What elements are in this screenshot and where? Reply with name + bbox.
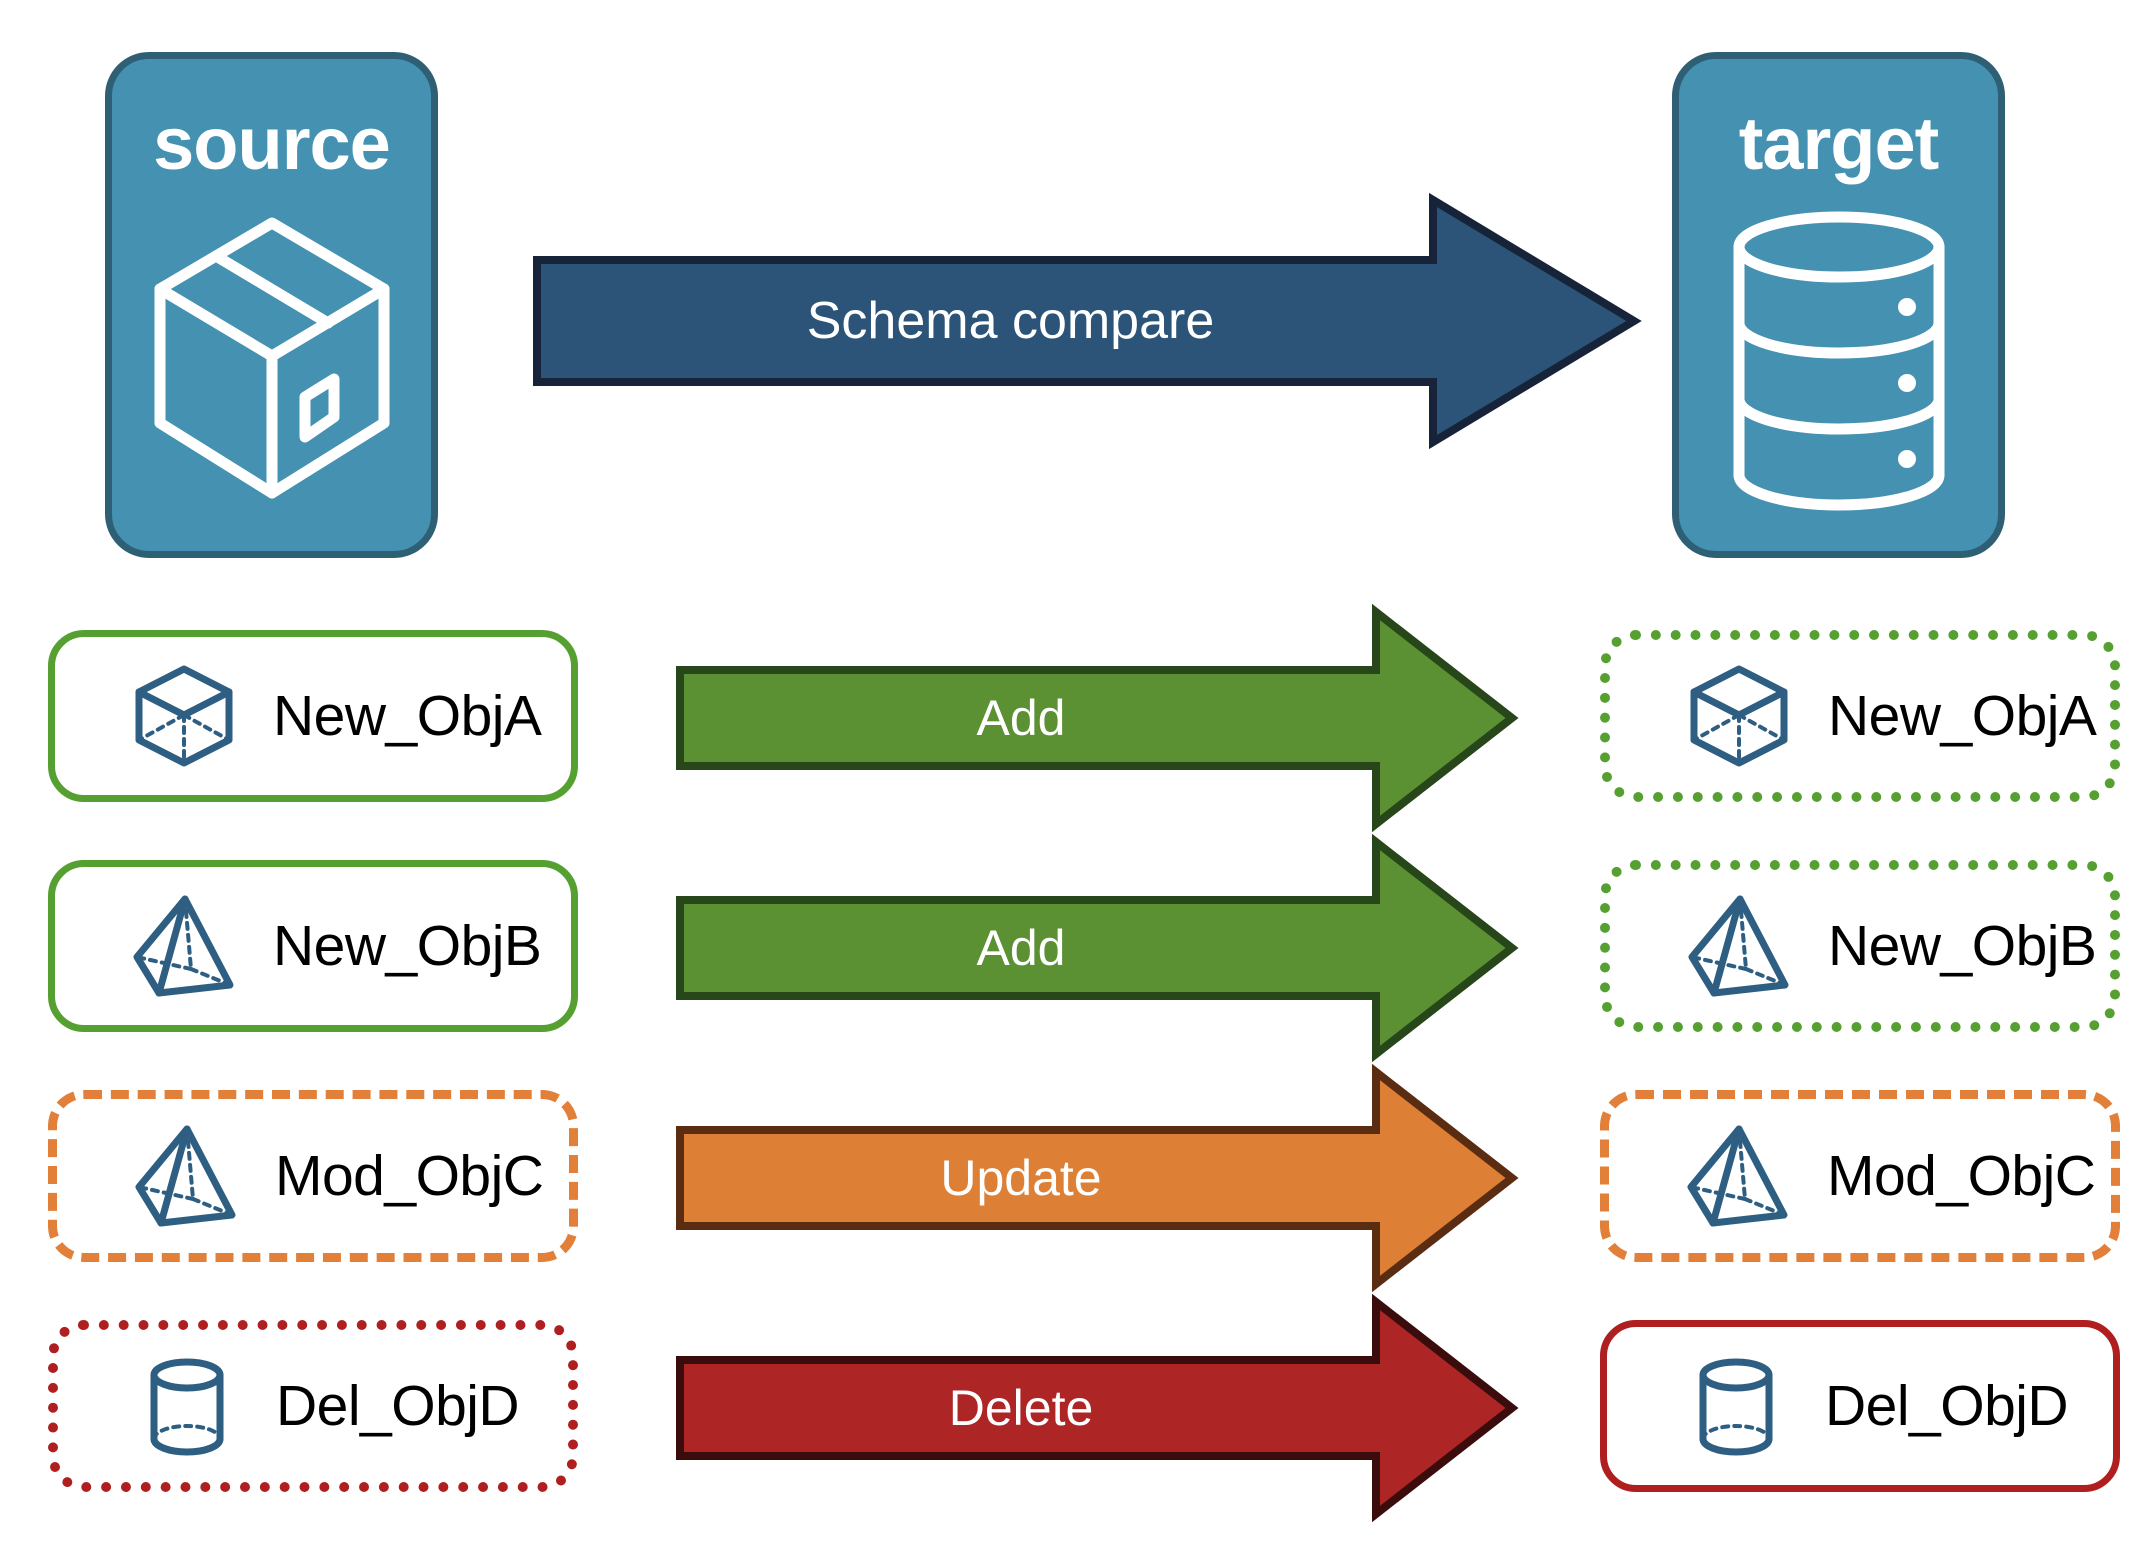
target-title: target xyxy=(1738,102,1940,185)
wireframe-pyramid-icon xyxy=(131,1121,241,1231)
action-arrow: Add xyxy=(676,833,1519,1063)
target-object-label: New_ObjB xyxy=(1828,914,2097,978)
object-row: Mod_ObjC Update xyxy=(0,1063,2150,1293)
object-row: New_ObjA Add xyxy=(0,603,2150,833)
wireframe-pyramid-icon xyxy=(1684,891,1794,1001)
wireframe-pyramid-icon xyxy=(129,891,239,1001)
source-object-label: Mod_ObjC xyxy=(275,1144,544,1208)
source-object-label: Del_ObjD xyxy=(276,1374,520,1438)
wireframe-cube-icon xyxy=(1684,661,1794,771)
wireframe-cylinder-icon xyxy=(132,1351,242,1461)
target-object-card[interactable]: New_ObjA xyxy=(1600,630,2120,802)
source-endpoint-card: source xyxy=(105,52,438,558)
target-object-label: New_ObjA xyxy=(1828,684,2097,748)
database-cylinder-icon xyxy=(1729,211,1949,511)
wireframe-cube-icon xyxy=(129,661,239,771)
target-object-card[interactable]: New_ObjB xyxy=(1600,860,2120,1032)
source-object-card[interactable]: Mod_ObjC xyxy=(48,1090,578,1262)
schema-compare-arrow: Schema compare xyxy=(533,192,1642,450)
wireframe-pyramid-icon xyxy=(1683,1121,1793,1231)
object-row: New_ObjB Add xyxy=(0,833,2150,1063)
action-arrow: Delete xyxy=(676,1293,1519,1523)
source-title: source xyxy=(153,102,391,185)
target-object-label: Del_ObjD xyxy=(1825,1374,2069,1438)
object-row: Del_ObjD Delete Del_ObjD xyxy=(0,1293,2150,1523)
action-arrow: Add xyxy=(676,603,1519,833)
wireframe-cylinder-icon xyxy=(1681,1351,1791,1461)
action-arrow: Update xyxy=(676,1063,1519,1293)
target-endpoint-card: target xyxy=(1672,52,2005,558)
target-object-label: Mod_ObjC xyxy=(1827,1144,2096,1208)
source-object-card[interactable]: Del_ObjD xyxy=(48,1320,578,1492)
target-object-card[interactable]: Del_ObjD xyxy=(1600,1320,2120,1492)
target-object-card[interactable]: Mod_ObjC xyxy=(1600,1090,2120,1262)
package-box-icon xyxy=(148,211,396,511)
source-object-card[interactable]: New_ObjA xyxy=(48,630,578,802)
source-object-label: New_ObjA xyxy=(273,684,542,748)
source-object-card[interactable]: New_ObjB xyxy=(48,860,578,1032)
source-object-label: New_ObjB xyxy=(273,914,542,978)
